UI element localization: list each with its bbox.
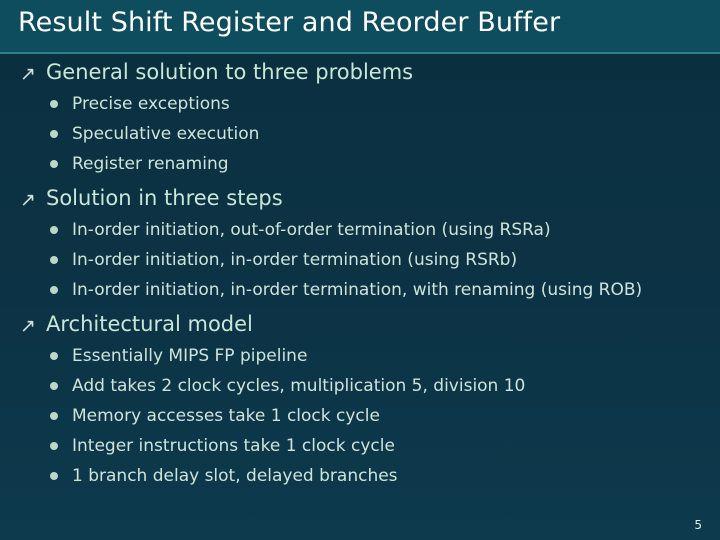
- section-solution-steps: ↖ Solution in three steps In-order initi…: [0, 184, 720, 305]
- section-heading: ↖ General solution to three problems: [0, 58, 720, 87]
- list-item: Precise exceptions: [0, 89, 720, 119]
- dot-bullet-icon: [50, 130, 58, 138]
- title-band: Result Shift Register and Reorder Buffer: [0, 0, 720, 54]
- list-item-label: Integer instructions take 1 clock cycle: [72, 436, 395, 456]
- section-heading: ↖ Architectural model: [0, 310, 720, 339]
- dot-bullet-icon: [50, 226, 58, 234]
- dot-bullet-icon: [50, 100, 58, 108]
- list-item-label: In-order initiation, in-order terminatio…: [72, 250, 518, 270]
- dot-bullet-icon: [50, 412, 58, 420]
- list-item: Essentially MIPS FP pipeline: [0, 341, 720, 371]
- dot-bullet-icon: [50, 382, 58, 390]
- section-heading-label: General solution to three problems: [46, 60, 414, 84]
- list-item-label: Register renaming: [72, 154, 229, 174]
- section-general-solution: ↖ General solution to three problems Pre…: [0, 58, 720, 179]
- list-item-label: In-order initiation, out-of-order termin…: [72, 220, 551, 240]
- arrow-bullet-icon: ↖: [20, 63, 36, 85]
- dot-bullet-icon: [50, 286, 58, 294]
- dot-bullet-icon: [50, 442, 58, 450]
- list-item: 1 branch delay slot, delayed branches: [0, 461, 720, 491]
- list-item-label: In-order initiation, in-order terminatio…: [72, 280, 643, 300]
- page-title: Result Shift Register and Reorder Buffer: [18, 7, 561, 38]
- list-item: In-order initiation, out-of-order termin…: [0, 215, 720, 245]
- list-item: Add takes 2 clock cycles, multiplication…: [0, 371, 720, 401]
- list-item-label: Speculative execution: [72, 124, 260, 144]
- section-heading: ↖ Solution in three steps: [0, 184, 720, 213]
- list-item: In-order initiation, in-order terminatio…: [0, 275, 720, 305]
- arrow-bullet-icon: ↖: [20, 189, 36, 211]
- page-number: 5: [694, 518, 702, 532]
- section-heading-label: Solution in three steps: [46, 186, 283, 210]
- list-item-label: Add takes 2 clock cycles, multiplication…: [72, 376, 526, 396]
- list-item: Memory accesses take 1 clock cycle: [0, 401, 720, 431]
- list-item-label: Precise exceptions: [72, 94, 230, 114]
- list-item: Speculative execution: [0, 119, 720, 149]
- list-item: In-order initiation, in-order terminatio…: [0, 245, 720, 275]
- section-heading-label: Architectural model: [46, 312, 253, 336]
- arrow-bullet-icon: ↖: [20, 315, 36, 337]
- list-item-label: Essentially MIPS FP pipeline: [72, 346, 308, 366]
- dot-bullet-icon: [50, 256, 58, 264]
- list-item: Integer instructions take 1 clock cycle: [0, 431, 720, 461]
- slide-body: ↖ General solution to three problems Pre…: [0, 58, 720, 493]
- dot-bullet-icon: [50, 472, 58, 480]
- section-architectural-model: ↖ Architectural model Essentially MIPS F…: [0, 310, 720, 491]
- dot-bullet-icon: [50, 160, 58, 168]
- dot-bullet-icon: [50, 352, 58, 360]
- list-item-label: Memory accesses take 1 clock cycle: [72, 406, 380, 426]
- list-item: Register renaming: [0, 149, 720, 179]
- list-item-label: 1 branch delay slot, delayed branches: [72, 466, 398, 486]
